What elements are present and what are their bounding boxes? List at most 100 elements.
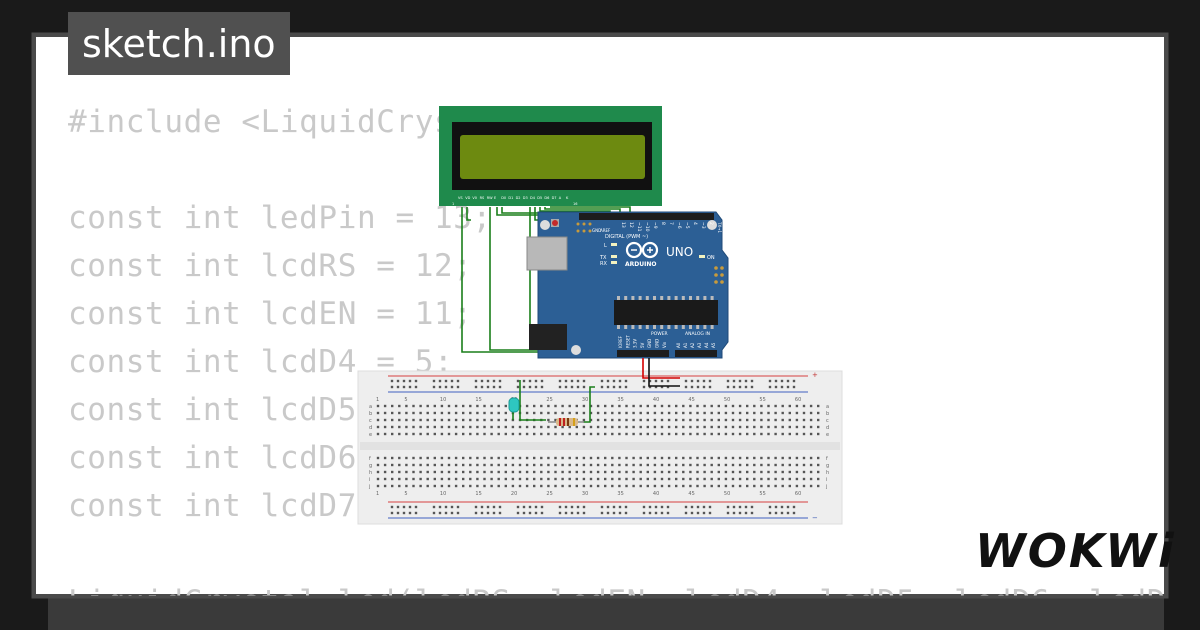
breadboard-hole [809, 404, 813, 408]
breadboard-hole [533, 470, 536, 474]
microcontroller-chip [614, 300, 718, 325]
breadboard-hole [454, 432, 458, 436]
breadboard-hole [525, 456, 529, 460]
breadboard-hole [774, 456, 777, 460]
breadboard-hole [405, 404, 408, 408]
row-letter: j [825, 484, 827, 490]
breadboard-hole [540, 484, 543, 488]
rail-hole [558, 385, 562, 389]
rail-hole [702, 379, 706, 383]
rail-hole [618, 379, 622, 383]
breadboard-hole [462, 456, 465, 460]
breadboard-hole [561, 463, 564, 467]
breadboard-hole [618, 470, 621, 474]
breadboard-hole [646, 418, 649, 422]
breadboard-hole [497, 463, 500, 467]
chip-pin [638, 296, 642, 300]
breadboard-hole [682, 432, 685, 436]
breadboard-hole [817, 404, 820, 408]
rail-hole [516, 505, 520, 509]
analog-pin-label: A4 [704, 342, 709, 348]
breadboard-hole [462, 470, 465, 474]
breadboard-hole [767, 470, 770, 474]
breadboard-hole [660, 477, 664, 481]
breadboard-hole [646, 432, 649, 436]
breadboard-hole [774, 418, 777, 422]
breadboard-hole [376, 477, 380, 481]
breadboard-hole [760, 484, 763, 488]
breadboard-hole [391, 425, 394, 429]
rail-hole [690, 385, 694, 389]
breadboard-hole [383, 432, 387, 436]
breadboard-hole [760, 456, 763, 460]
chip-pin [660, 296, 664, 300]
breadboard-hole [540, 411, 543, 415]
rail-hole [726, 511, 730, 515]
resistor-component[interactable] [548, 418, 584, 426]
breadboard-hole [469, 477, 472, 481]
breadboard-hole [717, 418, 720, 422]
lcd-pin-label: K [566, 196, 569, 200]
breadboard-hole [419, 418, 422, 422]
rail-hole [738, 505, 742, 509]
chip-pin [617, 325, 620, 329]
rail-hole [744, 505, 748, 509]
breadboard-hole [618, 477, 621, 481]
chip-pin [689, 296, 692, 300]
row-letter: b [369, 411, 372, 417]
digital-pin-label: 7 [668, 222, 674, 225]
row-letter: a [369, 404, 372, 410]
breadboard-hole [795, 477, 799, 481]
breadboard-hole [561, 470, 564, 474]
rail-hole [456, 511, 460, 515]
breadboard-hole [540, 477, 543, 481]
breadboard-hole [412, 425, 415, 429]
serial-pin-label: RX←0 [723, 222, 728, 234]
breadboard-hole [575, 463, 578, 467]
led-component[interactable] [508, 397, 520, 413]
rail-hole [414, 385, 418, 389]
rail-hole [480, 511, 484, 515]
rail-hole [576, 379, 580, 383]
rail-hole [666, 379, 670, 383]
breadboard-hole [490, 432, 493, 436]
column-number: 25 [546, 397, 552, 403]
breadboard-hole [476, 470, 479, 474]
file-title-tab[interactable]: sketch.ino [68, 12, 290, 75]
lcd-pin-label: D4 [530, 196, 536, 200]
breadboard-hole [682, 477, 685, 481]
breadboard-hole [440, 463, 444, 467]
rail-hole [792, 511, 796, 515]
breadboard-hole [596, 404, 600, 408]
breadboard-hole [419, 484, 422, 488]
breadboard-hole [596, 418, 600, 422]
breadboard-hole [724, 425, 728, 429]
breadboard-hole [753, 411, 756, 415]
breadboard-hole [454, 463, 458, 467]
rail-hole [540, 505, 544, 509]
breadboard-hole [604, 456, 607, 460]
breadboard-hole [653, 418, 657, 422]
breadboard-hole [731, 484, 735, 488]
breadboard-hole [689, 418, 692, 422]
rail-hole [660, 379, 664, 383]
breadboard-hole [518, 425, 522, 429]
breadboard-hole [774, 463, 777, 467]
breadboard-hole [447, 470, 451, 474]
reset-button[interactable] [552, 220, 558, 226]
breadboard-hole [738, 456, 742, 460]
breadboard-hole [547, 411, 550, 415]
breadboard-hole [817, 432, 820, 436]
breadboard-hole [447, 425, 451, 429]
breadboard-hole [440, 411, 444, 415]
breadboard-hole [412, 477, 415, 481]
breadboard-hole [618, 404, 621, 408]
breadboard-hole [781, 456, 784, 460]
breadboard-hole [561, 411, 564, 415]
